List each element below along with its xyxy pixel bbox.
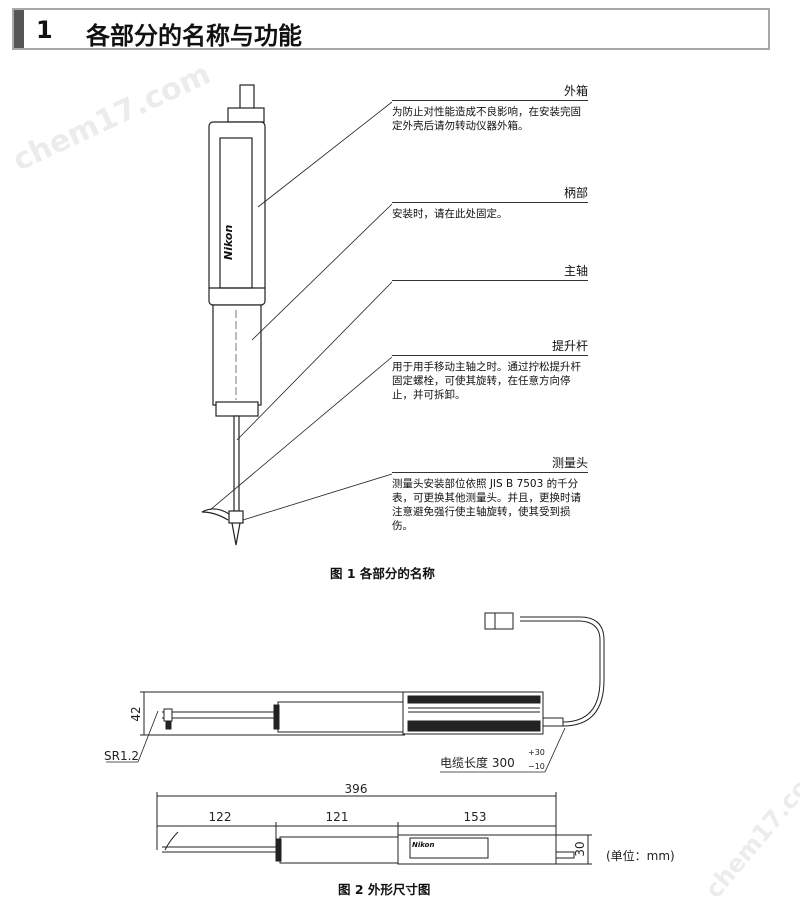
section-title: 各部分的名称与功能	[86, 22, 302, 50]
tip-radius-label: SR1.2	[104, 749, 139, 763]
total-length-dimension: 396	[345, 782, 368, 796]
cable-length-label: 电缆长度 300	[440, 755, 515, 770]
part-label: 提升杆	[392, 339, 588, 356]
part-label: 外箱	[392, 84, 588, 101]
header-accent	[14, 10, 24, 48]
cable-tolerance-minus: −10	[528, 762, 545, 771]
cable-tolerance-plus: +30	[528, 748, 545, 757]
callout-spindle: 主轴	[392, 264, 588, 281]
callout-contact-point: 测量头 测量头安装部位依照 JIS B 7503 的千分表，可更换其他测量头。并…	[392, 456, 588, 533]
height-dimension: 42	[129, 706, 143, 721]
section-number: 1	[36, 16, 53, 44]
brand-logo: Nikon	[222, 225, 235, 260]
label-brand-logo: Nikon	[412, 841, 434, 849]
part-description: 测量头安装部位依照 JIS B 7503 的千分表，可更换其他测量头。并且，更换…	[392, 478, 581, 532]
segment1-dimension: 122	[209, 810, 232, 824]
part-label: 主轴	[392, 264, 588, 281]
width-dimension: 30	[573, 841, 587, 856]
segment3-dimension: 153	[464, 810, 487, 824]
segment2-dimension: 121	[326, 810, 349, 824]
section-header: 1 各部分的名称与功能	[12, 8, 770, 50]
figure2-caption: 图 2 外形尺寸图	[338, 882, 431, 897]
part-label: 柄部	[392, 186, 588, 203]
callout-lift-lever: 提升杆 用于用手移动主轴之时。通过拧松提升杆固定螺栓，可使其旋转，在任意方向停止…	[392, 339, 588, 402]
part-description: 安装时，请在此处固定。	[392, 208, 508, 220]
callout-case: 外箱 为防止对性能造成不良影响，在安装完固定外壳后请勿转动仪器外箱。	[392, 84, 588, 133]
part-description: 为防止对性能造成不良影响，在安装完固定外壳后请勿转动仪器外箱。	[392, 106, 581, 132]
callout-stem: 柄部 安装时，请在此处固定。	[392, 186, 588, 221]
figure1-caption: 图 1 各部分的名称	[330, 566, 435, 581]
unit-label: (单位：mm)	[606, 848, 675, 863]
part-label: 测量头	[392, 456, 588, 473]
part-description: 用于用手移动主轴之时。通过拧松提升杆固定螺栓，可使其旋转，在任意方向停止，并可拆…	[392, 361, 581, 401]
